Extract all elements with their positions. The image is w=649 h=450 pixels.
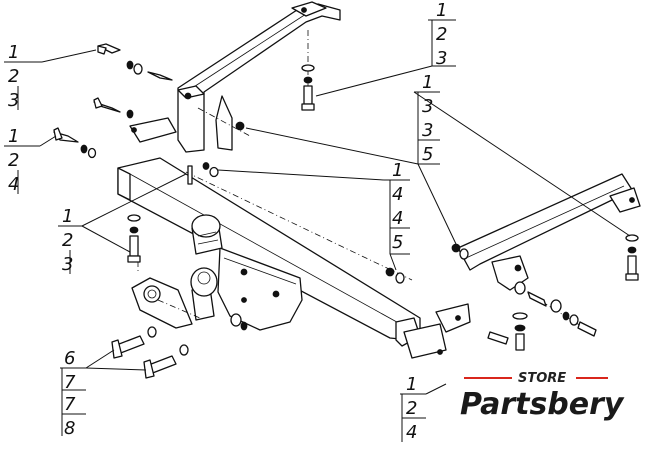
tow-ball xyxy=(190,214,223,321)
callout-3-line-1: 1 xyxy=(62,206,73,227)
logo-store-text: STORE xyxy=(518,371,566,386)
callout-2-line-3: 4 xyxy=(8,174,19,195)
partsbery-logo: STORE Partsbery xyxy=(460,371,625,422)
washer-rail-right xyxy=(459,248,469,260)
bolt-set-right-bracket xyxy=(514,281,597,337)
callout-7-line-4: 8 xyxy=(64,418,75,439)
bolt-vertical-left xyxy=(127,214,141,263)
callout-5-line-1: 1 xyxy=(422,72,433,93)
callout-7-line-3: 7 xyxy=(64,394,76,415)
callout-7-line-1: 6 xyxy=(64,348,75,369)
washer-beam-a xyxy=(395,272,405,284)
callout-4-line-2: 2 xyxy=(436,24,447,45)
nut-rail-right xyxy=(451,243,461,253)
callout-6-line-2: 4 xyxy=(392,184,403,205)
callout-5-line-2: 3 xyxy=(422,96,433,117)
callout-1-line-3: 3 xyxy=(8,90,19,111)
callout-5-line-4: 5 xyxy=(422,144,433,165)
right-side-rail xyxy=(435,173,641,333)
callout-4-line-1: 1 xyxy=(436,0,447,21)
washer-mid-left xyxy=(209,166,219,178)
callout-8-line-3: 4 xyxy=(406,422,417,443)
socket-plate xyxy=(131,277,193,329)
bolt-set-bottom-left xyxy=(111,326,189,379)
callout-1-line-2: 2 xyxy=(8,66,19,87)
callout-2-line-2: 2 xyxy=(8,150,19,171)
washer-centre-a xyxy=(230,313,242,327)
callout-8-line-1: 1 xyxy=(406,374,417,395)
nut-beam-a xyxy=(385,267,395,277)
callout-4-line-3: 3 xyxy=(436,48,447,69)
fasteners xyxy=(53,43,639,379)
bolt-vertical-bracket xyxy=(512,312,528,351)
callout-8: 1 2 4 xyxy=(400,374,447,443)
callout-2-line-1: 1 xyxy=(8,126,19,147)
callout-2: 1 2 4 xyxy=(4,126,57,195)
stud-mid-left xyxy=(187,165,193,185)
nut-upper xyxy=(235,121,245,131)
callout-3: 1 2 3 xyxy=(58,173,187,275)
callout-1-line-1: 1 xyxy=(8,42,19,63)
bolt-bracket-low xyxy=(487,331,509,345)
bolt-vertical-right xyxy=(625,234,639,281)
bolt-vertical-top xyxy=(301,64,315,111)
bolt-set-upper xyxy=(93,97,134,119)
left-side-rail xyxy=(129,1,341,153)
bolt-set-left xyxy=(53,127,97,159)
callout-8-line-2: 2 xyxy=(406,398,417,419)
tow-hitch-assembly xyxy=(53,1,641,379)
nut-centre-a xyxy=(240,321,248,331)
callout-3-line-3: 3 xyxy=(62,254,73,275)
callout-6: 1 4 4 5 xyxy=(217,160,410,271)
bolt-set-top-left xyxy=(97,43,173,81)
callout-5-line-3: 3 xyxy=(422,120,433,141)
logo-brand-name: Partsbery xyxy=(460,387,625,422)
callout-7: 6 7 7 8 xyxy=(60,348,147,439)
callout-5: 1 3 3 5 xyxy=(245,72,631,245)
callout-4: 1 2 3 xyxy=(315,0,456,97)
callout-6-line-3: 4 xyxy=(392,208,403,229)
callout-7-line-2: 7 xyxy=(64,372,76,393)
callout-6-line-4: 5 xyxy=(392,232,403,253)
callout-3-line-2: 2 xyxy=(62,230,73,251)
callout-1: 1 2 3 xyxy=(4,42,97,111)
nut-mid-left xyxy=(202,162,210,170)
main-cross-beam xyxy=(117,157,447,359)
ball-mount-plate xyxy=(217,247,303,331)
callout-6-line-1: 1 xyxy=(392,160,403,181)
